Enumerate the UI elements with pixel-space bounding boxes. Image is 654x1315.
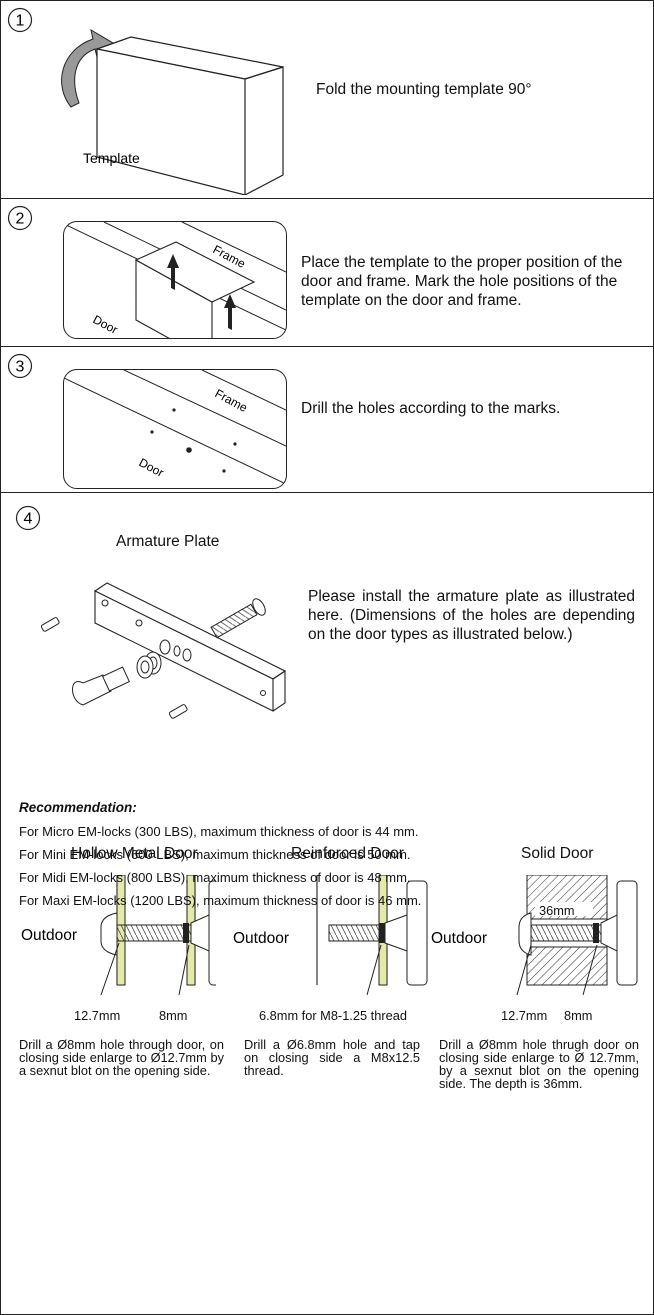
svg-text:1: 1	[16, 13, 25, 30]
outdoor-label: Outdoor	[21, 927, 77, 944]
step-2-description: Place the template to the proper positio…	[301, 254, 623, 309]
recommendation-line: For Mini EM-locks (600 LBS), maximum thi…	[19, 847, 411, 862]
svg-text:2: 2	[16, 211, 25, 228]
reinforced-door-title: Reinforced Door	[291, 845, 404, 862]
solid-dim-12-7: 12.7mm	[501, 1008, 548, 1023]
outdoor-label: Outdoor	[431, 930, 487, 947]
drilled-holes-panel: Frame Door	[63, 369, 287, 489]
door-frame-panel: Frame Door	[63, 221, 287, 339]
solid-drill-text: Drill a Ø8mm hole thrugh door on closing…	[439, 1037, 639, 1091]
template-label: Template	[83, 150, 140, 166]
recommendation-line: For Micro EM-locks (300 LBS), maximum th…	[19, 824, 419, 839]
step-1-description: Fold the mounting template 90°	[316, 81, 532, 98]
hollow-dim-8: 8mm	[159, 1008, 188, 1023]
step-4: 4 Armature Plate	[1, 493, 653, 1314]
step-3: 3 Frame Door Drill the holes according t…	[1, 347, 653, 493]
washer-icon	[136, 651, 162, 679]
solid-dim-8: 8mm	[564, 1008, 593, 1023]
hole-mark	[150, 430, 154, 434]
solid-door-diagram: Outdoor	[431, 875, 638, 995]
armature-plate-title: Armature Plate	[116, 533, 220, 550]
hole-mark	[233, 442, 237, 446]
arrow-up-icon	[167, 254, 179, 290]
step-4-description: Please install the armature plate as ill…	[308, 588, 635, 643]
reinforced-door-diagram: Outdoor	[233, 875, 428, 995]
door-label: Door	[137, 455, 167, 480]
pin-icon	[168, 704, 188, 719]
step-2: 2 Frame Door Place the template to the p…	[1, 199, 653, 347]
reinforced-dim-thread: 6.8mm for M8-1.25 thread	[259, 1008, 407, 1023]
arrow-up-icon	[224, 294, 236, 330]
svg-text:3: 3	[16, 359, 25, 376]
outdoor-label: Outdoor	[233, 930, 289, 947]
step-number-4: 4	[15, 505, 41, 531]
hollow-dim-12-7: 12.7mm	[74, 1008, 121, 1023]
reinforced-drill-text: Drill a Ø6.8mm hole and tap on closing s…	[244, 1037, 420, 1078]
screw-icon	[210, 598, 266, 639]
svg-text:4: 4	[24, 511, 33, 528]
hole-mark	[186, 447, 192, 453]
hole-mark	[172, 408, 176, 412]
hole-mark	[222, 469, 226, 473]
template-fold-illustration: Template	[61, 28, 284, 195]
step-number-3: 3	[7, 353, 33, 379]
pin-icon	[41, 617, 60, 632]
recommendation-line: For Maxi EM-locks (1200 LBS), maximum th…	[19, 893, 422, 908]
step-number-1: 1	[7, 7, 33, 33]
door-label: Door	[91, 312, 121, 337]
step-3-description: Drill the holes according to the marks.	[301, 400, 561, 417]
armature-plate-illustration	[41, 582, 287, 719]
bolt-icon	[72, 666, 131, 706]
step-1: 1 Template Fold the mounting template 90…	[1, 1, 653, 199]
hollow-metal-door-diagram: Outdoor	[21, 875, 216, 995]
hollow-metal-door-title: Hollow Metal Door	[71, 845, 198, 862]
hollow-drill-text: Drill a Ø8mm hole through door, on closi…	[19, 1037, 224, 1078]
recommendation-title: Recommendation:	[19, 800, 137, 815]
recommendation-line: For Midi EM-locks (800 LBS), maximum thi…	[19, 870, 411, 885]
solid-door-title: Solid Door	[521, 845, 594, 862]
solid-dim-36: 36mm	[539, 903, 575, 918]
step-number-2: 2	[7, 205, 33, 231]
